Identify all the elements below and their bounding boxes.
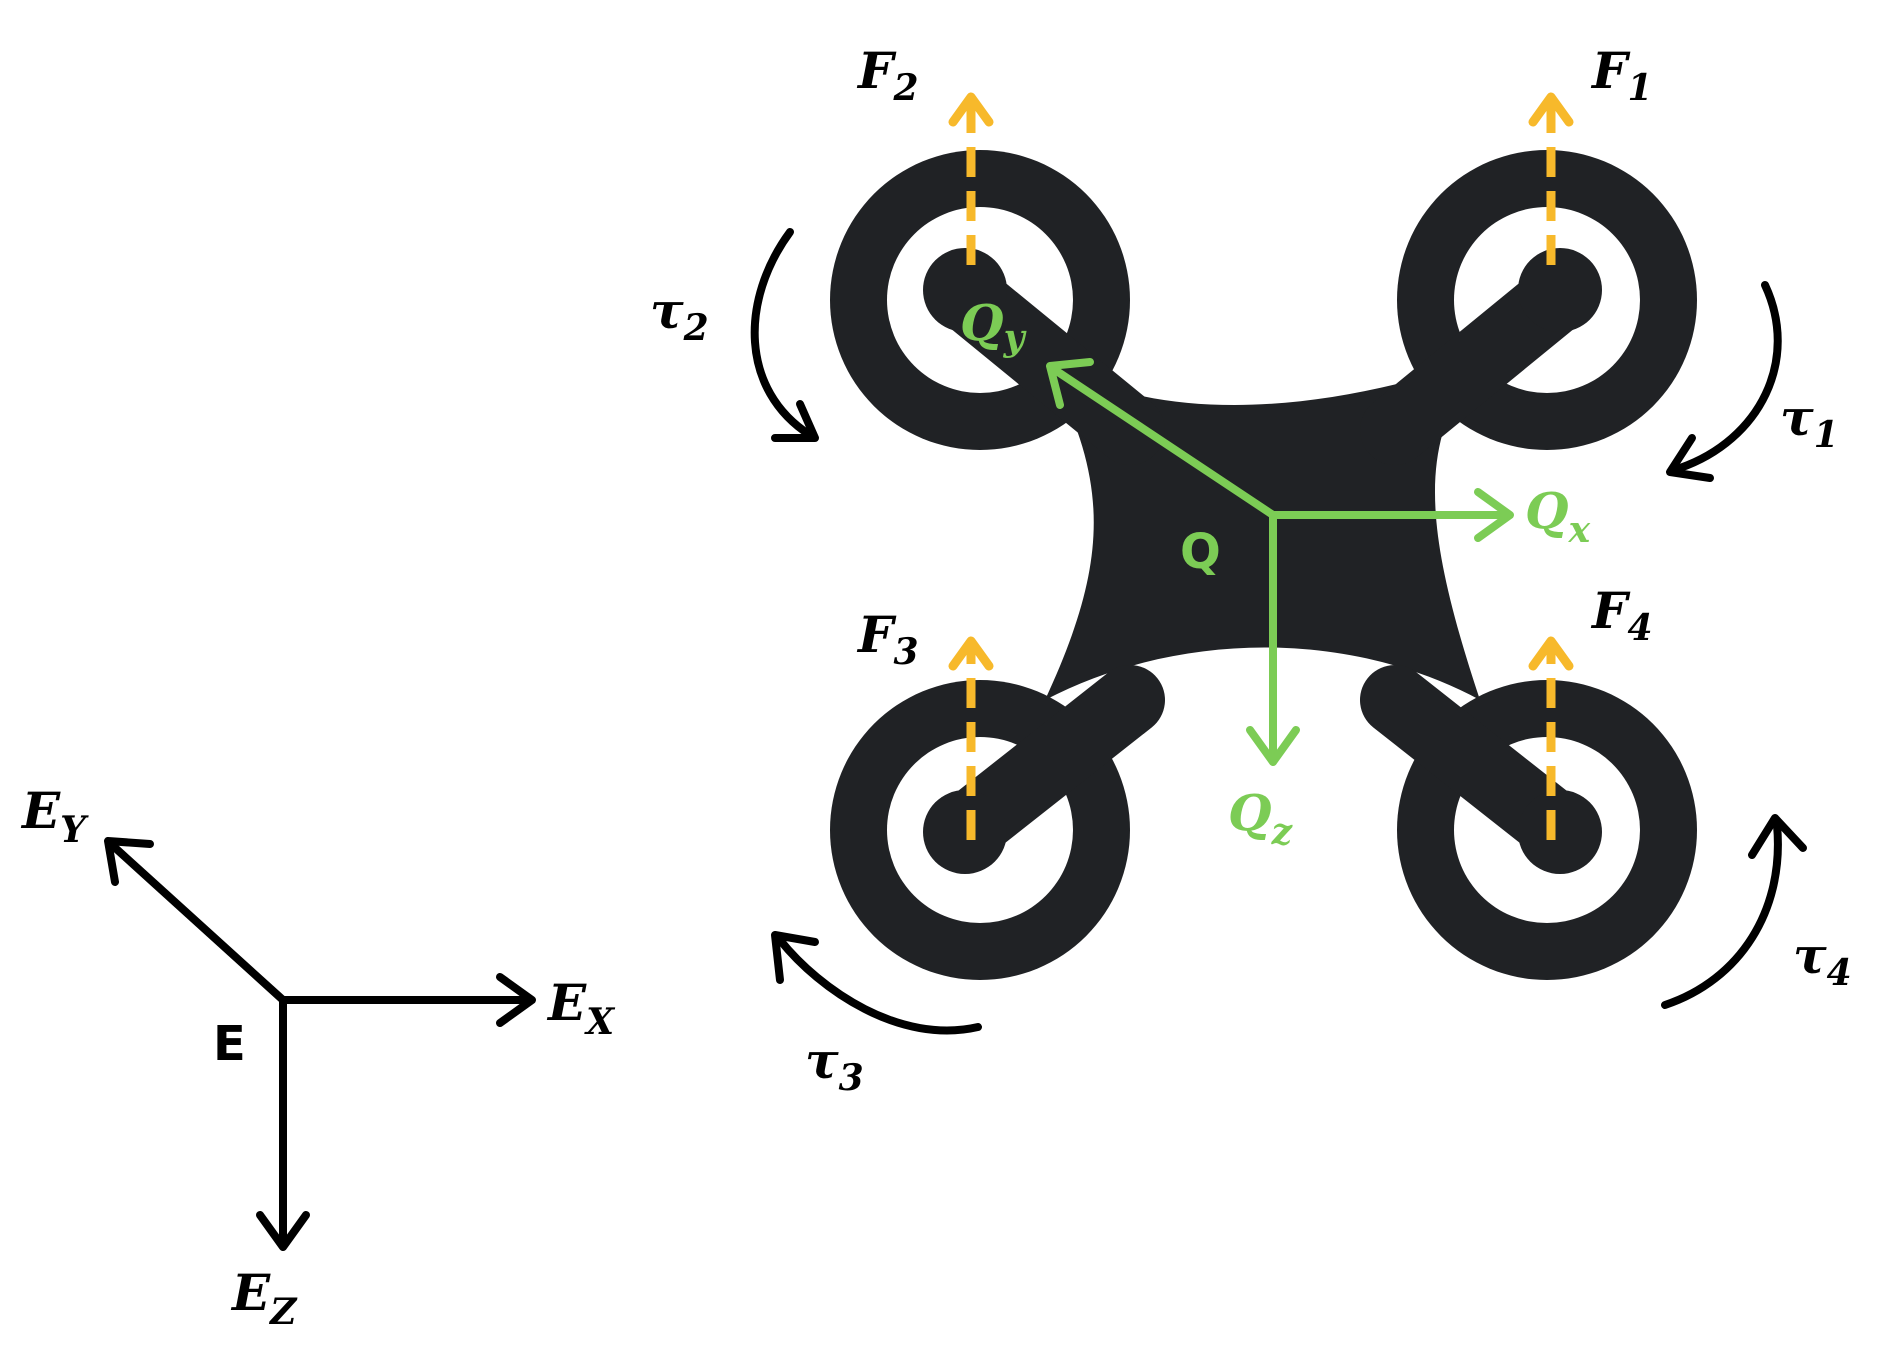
body-frame-origin-label: Q	[1180, 524, 1221, 580]
force-label-4: F4	[1590, 581, 1653, 649]
torque-label-2: τ2	[650, 281, 709, 349]
body-frame-z-label: Qz	[1228, 783, 1294, 853]
body-frame-z-axis	[1246, 511, 1300, 766]
earth-frame-y-axis	[104, 837, 287, 1004]
torque-arrow-4	[1661, 814, 1807, 1009]
force-label-2: F2	[856, 41, 919, 109]
body-frame-x-label: Qx	[1525, 481, 1591, 551]
force-label-1: F1	[1590, 41, 1653, 109]
earth-frame-x-axis	[279, 973, 536, 1027]
body-frame-x-axis	[1269, 488, 1514, 542]
thrust-arrow-2	[948, 92, 994, 265]
earth-frame-y-label: EY	[20, 781, 89, 851]
force-label-3: F3	[856, 605, 919, 673]
thrust-arrow-4	[1528, 636, 1574, 840]
thrust-arrow-1	[1528, 92, 1574, 265]
torque-arrow-2	[750, 228, 819, 442]
motor-hub-2	[923, 248, 1007, 332]
torque-label-3: τ3	[805, 1031, 864, 1099]
quadcopter-body	[830, 150, 1697, 980]
torque-arrow-1	[1666, 281, 1782, 482]
motor-hub-1	[1518, 248, 1602, 332]
body-frame-y-label: Qy	[960, 293, 1027, 359]
torque-label-4: τ4	[1793, 926, 1852, 994]
body-frame-y-axis	[1046, 358, 1277, 519]
earth-frame-origin-label: E	[213, 1016, 246, 1072]
earth-frame-z-label: EZ	[230, 1263, 298, 1333]
motor-hub-4	[1518, 790, 1602, 874]
torque-label-1: τ1	[1780, 388, 1839, 456]
torque-arrow-3	[771, 931, 982, 1035]
earth-frame-z-axis	[256, 996, 310, 1251]
earth-frame-x-label: EX	[546, 973, 616, 1043]
thrust-arrow-3	[948, 636, 994, 840]
motor-hub-3	[923, 790, 1007, 874]
